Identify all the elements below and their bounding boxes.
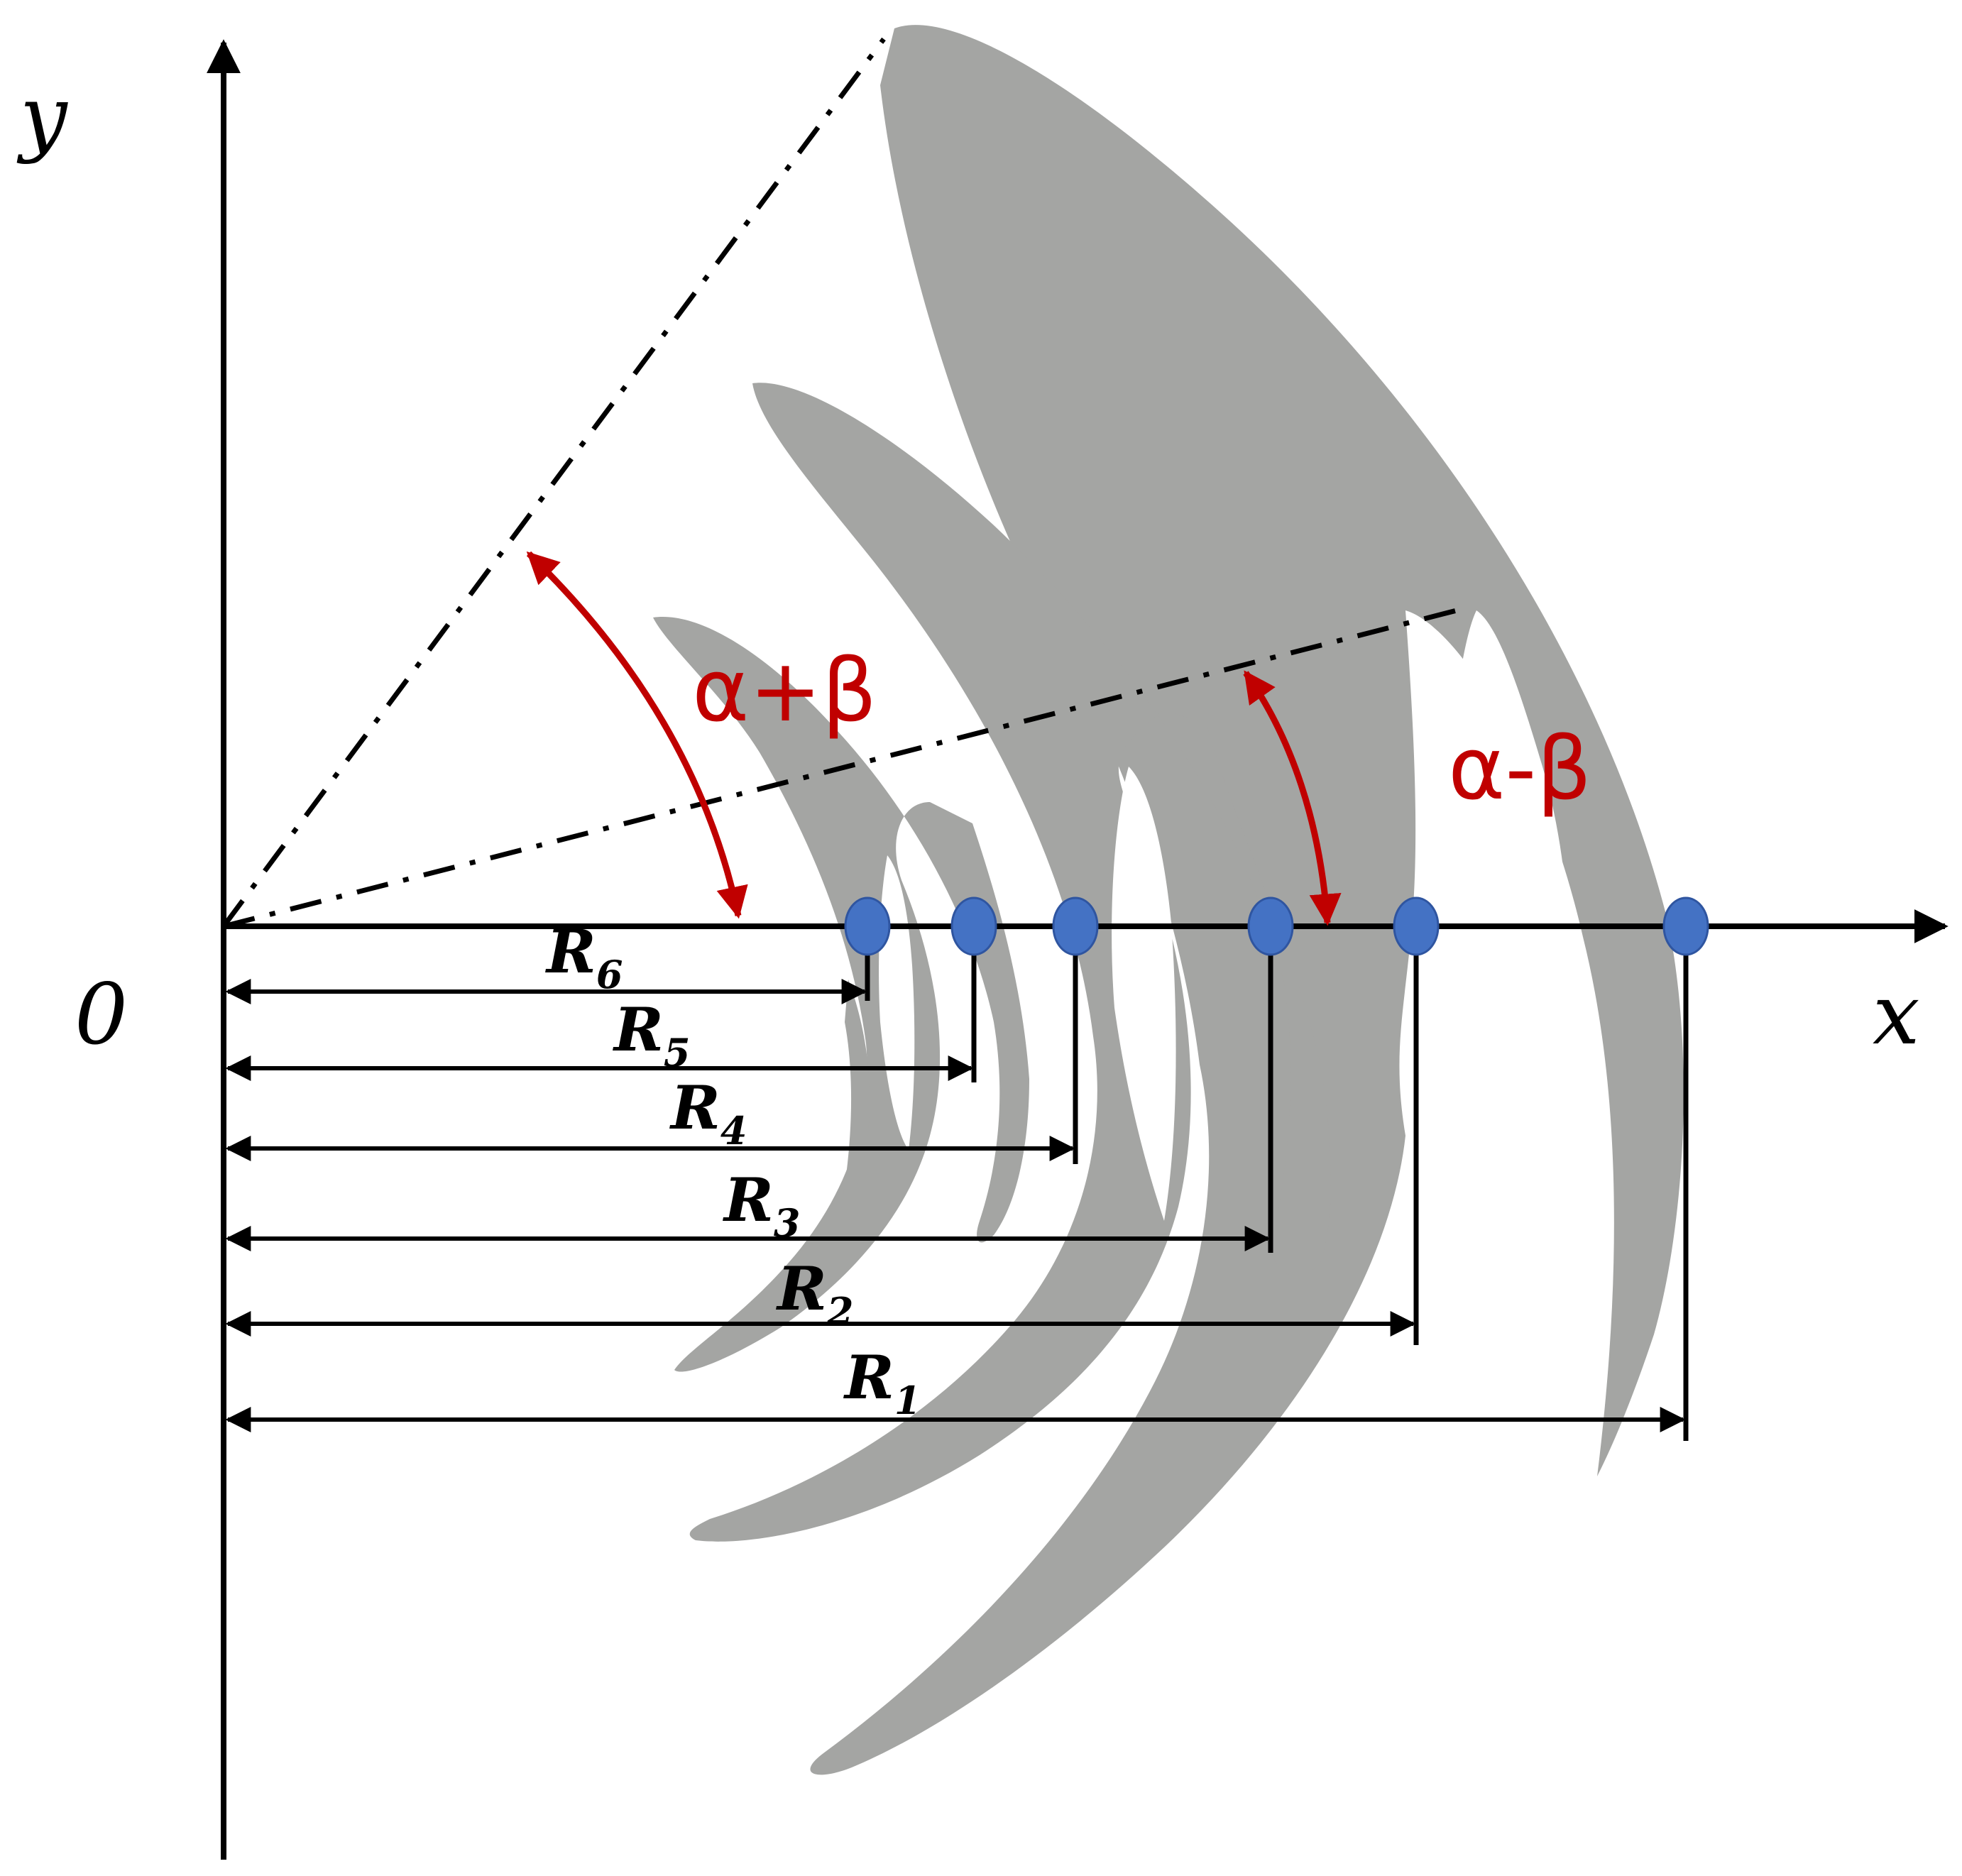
radius-dimension-r5: R5 xyxy=(225,926,977,1082)
radius-label-main-r3: R xyxy=(723,1165,774,1235)
radius-label-main-r1: R xyxy=(843,1342,894,1413)
radius-points xyxy=(844,896,1709,956)
crescent-shapes xyxy=(653,25,1684,1775)
crescent-middle xyxy=(689,383,1331,1542)
angle-arc-alpha-plus-beta xyxy=(526,551,748,919)
radius-label-main-r2: R xyxy=(776,1254,827,1324)
radius-label-r1: R1 xyxy=(843,1342,921,1423)
origin-label: 0 xyxy=(75,965,128,1063)
radius-label-main-r4: R xyxy=(669,1073,720,1143)
radius-label-sub-r2: 2 xyxy=(826,1289,854,1334)
radius-label-sub-r6: 6 xyxy=(596,952,623,997)
radius-point-r1 xyxy=(1662,896,1709,956)
angle-arc-alpha-minus-beta xyxy=(1243,670,1342,926)
radius-point-r2 xyxy=(1393,896,1440,956)
angle-rays xyxy=(221,37,1463,929)
radius-dimension-r1: R1 xyxy=(225,926,1689,1441)
radius-label-r6: R6 xyxy=(545,916,623,997)
x-axis-label: x xyxy=(1873,965,1920,1063)
radius-point-r4 xyxy=(1052,896,1099,956)
ray-alpha-minus-beta xyxy=(223,606,1463,929)
radius-label-sub-r1: 1 xyxy=(894,1378,921,1423)
angle-label-alpha-minus-beta: α-β xyxy=(1448,718,1591,819)
radius-label-main-r6: R xyxy=(545,916,596,987)
radius-label-sub-r3: 3 xyxy=(774,1200,801,1246)
radius-dimension-r2: R2 xyxy=(225,926,1419,1345)
radius-label-main-r5: R xyxy=(613,994,664,1065)
radius-label-r2: R2 xyxy=(776,1254,853,1334)
radius-dimension-r3: R3 xyxy=(225,926,1273,1253)
angle-arcs xyxy=(526,551,1342,926)
radius-dimension-r4: R4 xyxy=(225,926,1078,1164)
crescent-inner xyxy=(653,617,1029,1372)
radius-point-r5 xyxy=(950,896,997,956)
radius-point-r6 xyxy=(844,896,891,956)
radius-point-r3 xyxy=(1247,896,1294,956)
radius-label-sub-r5: 5 xyxy=(664,1030,691,1075)
ray-alpha-plus-beta xyxy=(221,37,886,928)
crescent-middle-hole xyxy=(1112,767,1176,1221)
radius-label-r5: R5 xyxy=(613,994,690,1075)
crescent-outer-hole xyxy=(1448,610,1569,1036)
radius-dimension-r6: R6 xyxy=(225,916,870,1004)
radius-label-r4: R4 xyxy=(669,1073,747,1153)
angle-label-alpha-plus-beta: α+β xyxy=(692,640,877,741)
radius-label-r3: R3 xyxy=(723,1165,800,1246)
y-axis-label: y xyxy=(16,67,68,165)
radius-label-sub-r4: 4 xyxy=(720,1108,747,1153)
